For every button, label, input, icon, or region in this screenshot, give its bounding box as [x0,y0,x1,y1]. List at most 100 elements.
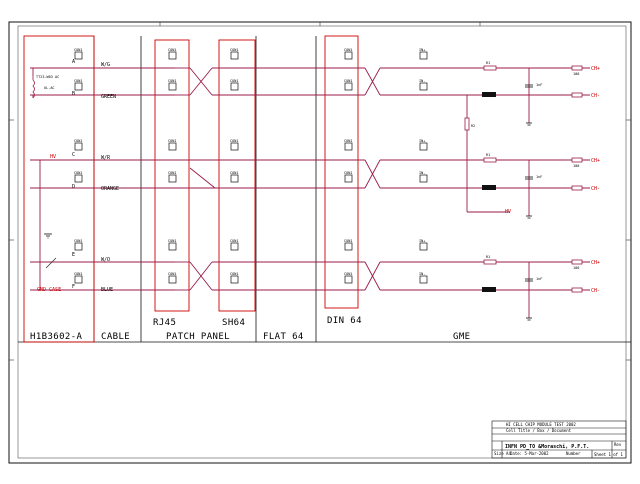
connector-label: IN- [419,171,425,175]
output-resistor [571,157,583,163]
connector-box [419,142,428,151]
pin-letter-c: C [72,152,75,158]
output-minus-label: CH- [591,288,600,294]
output-resistor [571,287,583,293]
pair1-bottom-label: GREEN [101,94,116,100]
transformer-label-2: UL-AC [44,86,55,90]
connector-box [344,82,353,91]
pair2-top-label: W/R [101,155,111,161]
din64-label: DIN 64 [327,316,362,326]
connector-box [168,51,177,60]
connector-box [168,142,177,151]
connector-box [230,51,239,60]
connector-label: CON1 [168,239,176,243]
pair3-top-label: W/O [101,257,110,263]
connector-label: CON1 [230,239,238,243]
ground-case-label: GND CASE [37,287,61,293]
resistor-label: R1 [486,61,490,65]
resistor [483,157,497,163]
connector-box [419,242,428,251]
wire-pair1-cross-2 [189,67,213,96]
h1-section-label: H1B3602-A [30,332,83,342]
sheet-border [8,21,632,464]
connector-box [74,51,83,60]
connector-box [419,275,428,284]
wires [30,67,590,318]
connector-box [344,174,353,183]
title-block [491,420,627,459]
pair3-bottom-label: BLUE [101,287,113,293]
connector-box [168,82,177,91]
capacitor-value: 1nF [536,175,542,179]
title-block-sheet: Sheet 1 of 1 [594,452,623,457]
connector-box [419,82,428,91]
wire-pair1-din-cross-2 [364,67,381,96]
connector-label: CON1 [230,171,238,175]
edge-ticks [9,22,631,361]
cable-section-label: CABLE [101,332,130,342]
gme-hv-label: HV [505,209,511,215]
connector-label: CON1 [230,272,238,276]
pin-letter-d: D [72,184,75,190]
rj45-label: RJ45 [153,318,176,328]
pair1-top-label: W/G [101,62,110,68]
connector-label: CON1 [74,272,82,276]
connector-label: CON1 [344,79,352,83]
hv-label: HV [50,154,56,160]
connector-label: IN+ [419,239,425,243]
connector-box [74,242,83,251]
connector-box [230,142,239,151]
title-block-rev: Rev [614,442,622,447]
output-resistor [571,92,583,98]
resistor-value: 100 [573,266,579,270]
capacitor-value: 1nF [536,277,542,281]
resistor [483,259,497,265]
flat64-section-label: FLAT 64 [263,332,304,342]
title-block-line2: Cell Title / Box / Document [506,428,572,433]
connector-box [74,142,83,151]
connector-label: CON1 [74,48,82,52]
connector-box [74,275,83,284]
resistor-r2-label: R2 [471,124,475,128]
connector-box [344,51,353,60]
resistor [483,65,497,71]
title-block-size: Size A4 [494,451,511,456]
connector-label: CON1 [168,48,176,52]
resistor-label: R1 [486,255,490,259]
connector-label: CON1 [74,139,82,143]
gme-section-label: GME [453,332,470,342]
connector-label: IN- [419,79,425,83]
connector-box [230,275,239,284]
connector-box [74,82,83,91]
connector-label: CON1 [168,272,176,276]
connector-label: CON1 [344,48,352,52]
connector-box [344,275,353,284]
connector-label: CON1 [168,139,176,143]
title-block-title: INFN PD_TO &Moraschi, P.F.T. [505,444,589,450]
resistor-value: 100 [573,164,579,168]
connector-box [168,174,177,183]
connector-label: CON1 [230,139,238,143]
connector-label: CON1 [344,272,352,276]
output-minus-label: CH- [591,93,600,99]
connector-label: CON1 [74,239,82,243]
wire-pair3-din-cross-2 [364,261,381,291]
connector-label: CON1 [168,171,176,175]
connector-label: CON1 [230,48,238,52]
connector-label: CON1 [168,79,176,83]
highlight-frames [23,35,359,343]
gme-components: R1100CH+CH-1nFR1100CH+CH-1nFR1100CH+CH-1… [464,61,600,321]
transformer-label: TT23-W03 AC [36,75,59,79]
resistor-r2 [464,117,470,131]
resistor-value: 100 [573,72,579,76]
output-plus-label: CH+ [591,66,600,72]
transformer-symbol [32,76,35,99]
connector-box [230,174,239,183]
pin-letter-e: E [72,252,75,258]
connector-label: IN- [419,272,425,276]
output-resistor [571,65,583,71]
ground-symbol [44,233,52,239]
connector-label: IN+ [419,48,425,52]
output-plus-label: CH+ [591,158,600,164]
